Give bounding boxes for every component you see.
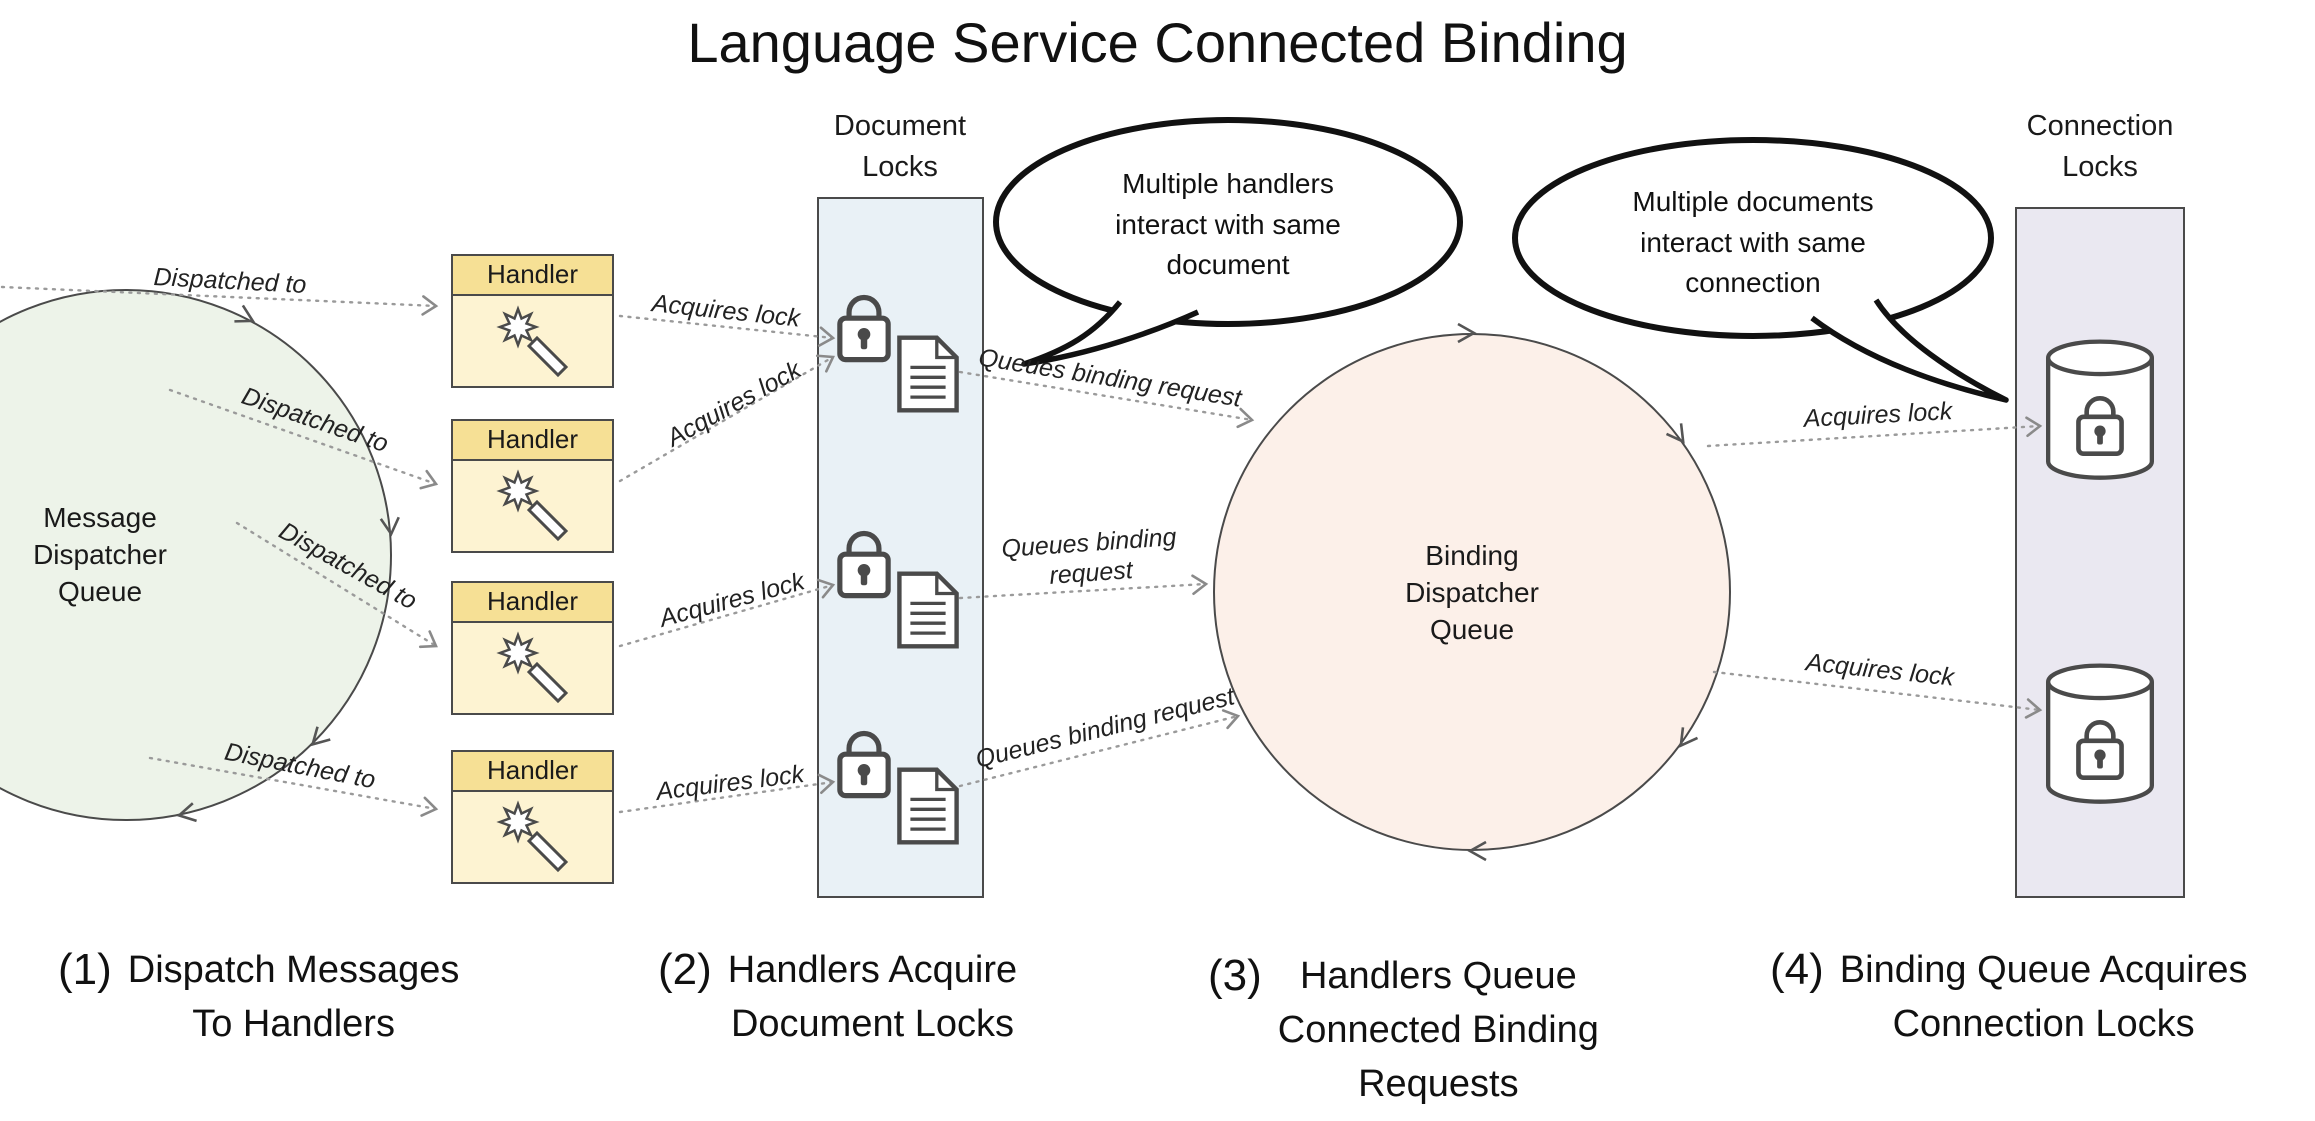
edge-label-acquires-connection-lock-1: Acquires lock [1803, 397, 1953, 433]
caption-1: (1) Dispatch Messages To Handlers [58, 944, 459, 1052]
binding-queue-label: Binding Dispatcher Queue [1405, 540, 1539, 645]
edge-label-acquires-lock-3: Acquires lock [656, 567, 808, 633]
connection-locks-title: Connection Locks [2026, 110, 2174, 183]
edge-label-acquires-lock-2: Acquires lock [662, 355, 806, 453]
edge-label-queues-binding-3: Queues binding request [972, 682, 1238, 774]
handler-title: Handler [453, 583, 612, 623]
connection-locks-panel [2015, 207, 2185, 898]
handler-node-4: Handler [451, 750, 614, 884]
caption-text: Binding Queue Acquires Connection Locks [1839, 949, 2248, 1045]
edge-label-queues-binding-2: Queues binding request [1000, 522, 1178, 590]
edge-label-acquires-lock-1: Acquires lock [650, 289, 802, 333]
caption-2: (2) Handlers Acquire Document Locks [658, 944, 1017, 1052]
caption-number: (4) [1770, 945, 1824, 994]
caption-text: Handlers Acquire Document Locks [727, 949, 1018, 1045]
caption-text: Dispatch Messages To Handlers [127, 949, 460, 1045]
document-locks-panel [817, 197, 984, 898]
edge-label-acquires-lock-4: Acquires lock [654, 760, 806, 806]
handler-node-3: Handler [451, 581, 614, 715]
bubble-handlers-text: Multiple handlers interact with same doc… [1115, 168, 1341, 281]
caption-number: (3) [1208, 951, 1262, 1000]
caption-number: (1) [58, 945, 112, 994]
bubble-tail [1810, 298, 2009, 403]
handler-node-1: Handler [451, 254, 614, 388]
caption-text: Handlers Queue Connected Binding Request… [1277, 955, 1599, 1105]
handler-title: Handler [453, 752, 612, 792]
document-locks-title: Document Locks [833, 110, 967, 183]
caption-3: (3) Handlers Queue Connected Binding Req… [1208, 950, 1599, 1112]
diagram-title: Language Service Connected Binding [687, 11, 1628, 74]
edge-label-queues-binding-1: Queues binding request [976, 343, 1244, 413]
caption-number: (2) [658, 945, 712, 994]
caption-4: (4) Binding Queue Acquires Connection Lo… [1770, 944, 2248, 1052]
handler-title: Handler [453, 256, 612, 296]
handler-title: Handler [453, 421, 612, 461]
handler-node-2: Handler [451, 419, 614, 553]
bubble-documents-text: Multiple documents interact with same co… [1632, 186, 1874, 299]
binding-dispatcher-queue-node [1213, 333, 1731, 851]
message-queue-label: Message Dispatcher Queue [33, 502, 167, 607]
edge-label-acquires-connection-lock-2: Acquires lock [1804, 648, 1956, 692]
